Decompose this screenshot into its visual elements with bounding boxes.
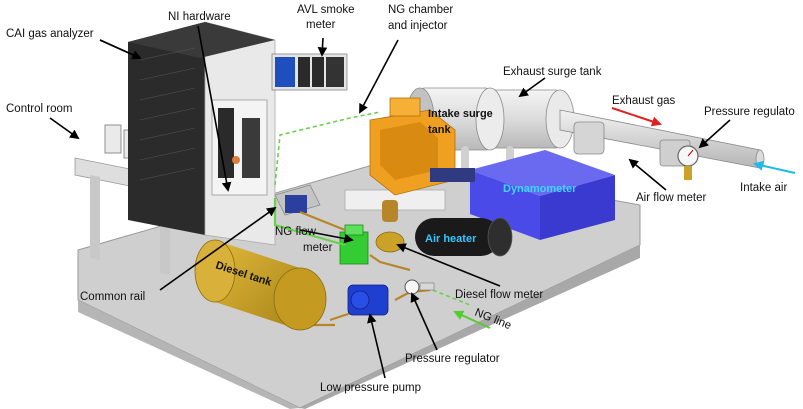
intake-pipe — [559, 109, 765, 169]
air-heater — [415, 217, 513, 257]
label-exhaust-gas: Exhaust gas — [612, 95, 676, 107]
exhaust-gas-arrow — [611, 107, 662, 127]
pressure-regulator-gauge-top — [677, 145, 699, 180]
label-intake-surge-tank-line2: tank — [428, 124, 452, 136]
dynamometer — [470, 150, 615, 240]
ng-line-arrow — [453, 310, 491, 329]
label-intake-surge-tank-line1: Intake surge — [428, 108, 493, 120]
diesel-tank — [194, 239, 327, 331]
common-rail-box — [274, 184, 321, 216]
label-common-rail: Common rail — [80, 291, 145, 303]
ng-flow-meter-device — [339, 200, 405, 265]
label-diesel-flow-meter: Diesel flow meter — [455, 289, 543, 301]
label-cai-gas-analyzer: CAI gas analyzer — [6, 28, 94, 40]
avl-smoke-meter — [271, 53, 348, 91]
low-pressure-pump — [347, 284, 389, 316]
label-ng-flow-meter-line1: NG flow — [275, 226, 317, 238]
engine — [344, 97, 475, 211]
label-pressure-regulator-top: Pressure regulato — [704, 106, 795, 118]
label-intake-air: Intake air — [740, 182, 787, 194]
label-avl-smoke-meter-line2: meter — [306, 19, 336, 31]
callout-arrows — [49, 25, 731, 379]
label-ni-hardware: NI hardware — [168, 11, 231, 23]
label-control-room: Control room — [6, 103, 72, 115]
label-low-pressure-pump: Low pressure pump — [320, 382, 421, 394]
label-avl-smoke-meter-line1: AVL smoke — [297, 4, 355, 16]
label-air-flow-meter: Air flow meter — [636, 192, 706, 204]
intake-air-arrow — [753, 160, 796, 174]
cai-gas-analyzer-cabinet — [128, 21, 276, 246]
label-pressure-regulator-bottom: Pressure regulator — [405, 353, 500, 365]
label-ng-flow-meter-line2: meter — [303, 242, 333, 254]
labels: CAI gas analyzer NI hardware AVL smoke m… — [6, 4, 795, 394]
label-ng-chamber-line2: and injector — [388, 20, 448, 32]
label-exhaust-surge-tank: Exhaust surge tank — [503, 66, 602, 78]
pressure-regulator-device-bottom — [404, 279, 435, 295]
label-ng-chamber-line1: NG chamber — [388, 4, 453, 16]
label-dynamometer: Dynamometer — [503, 183, 577, 195]
label-air-heater: Air heater — [425, 233, 477, 245]
